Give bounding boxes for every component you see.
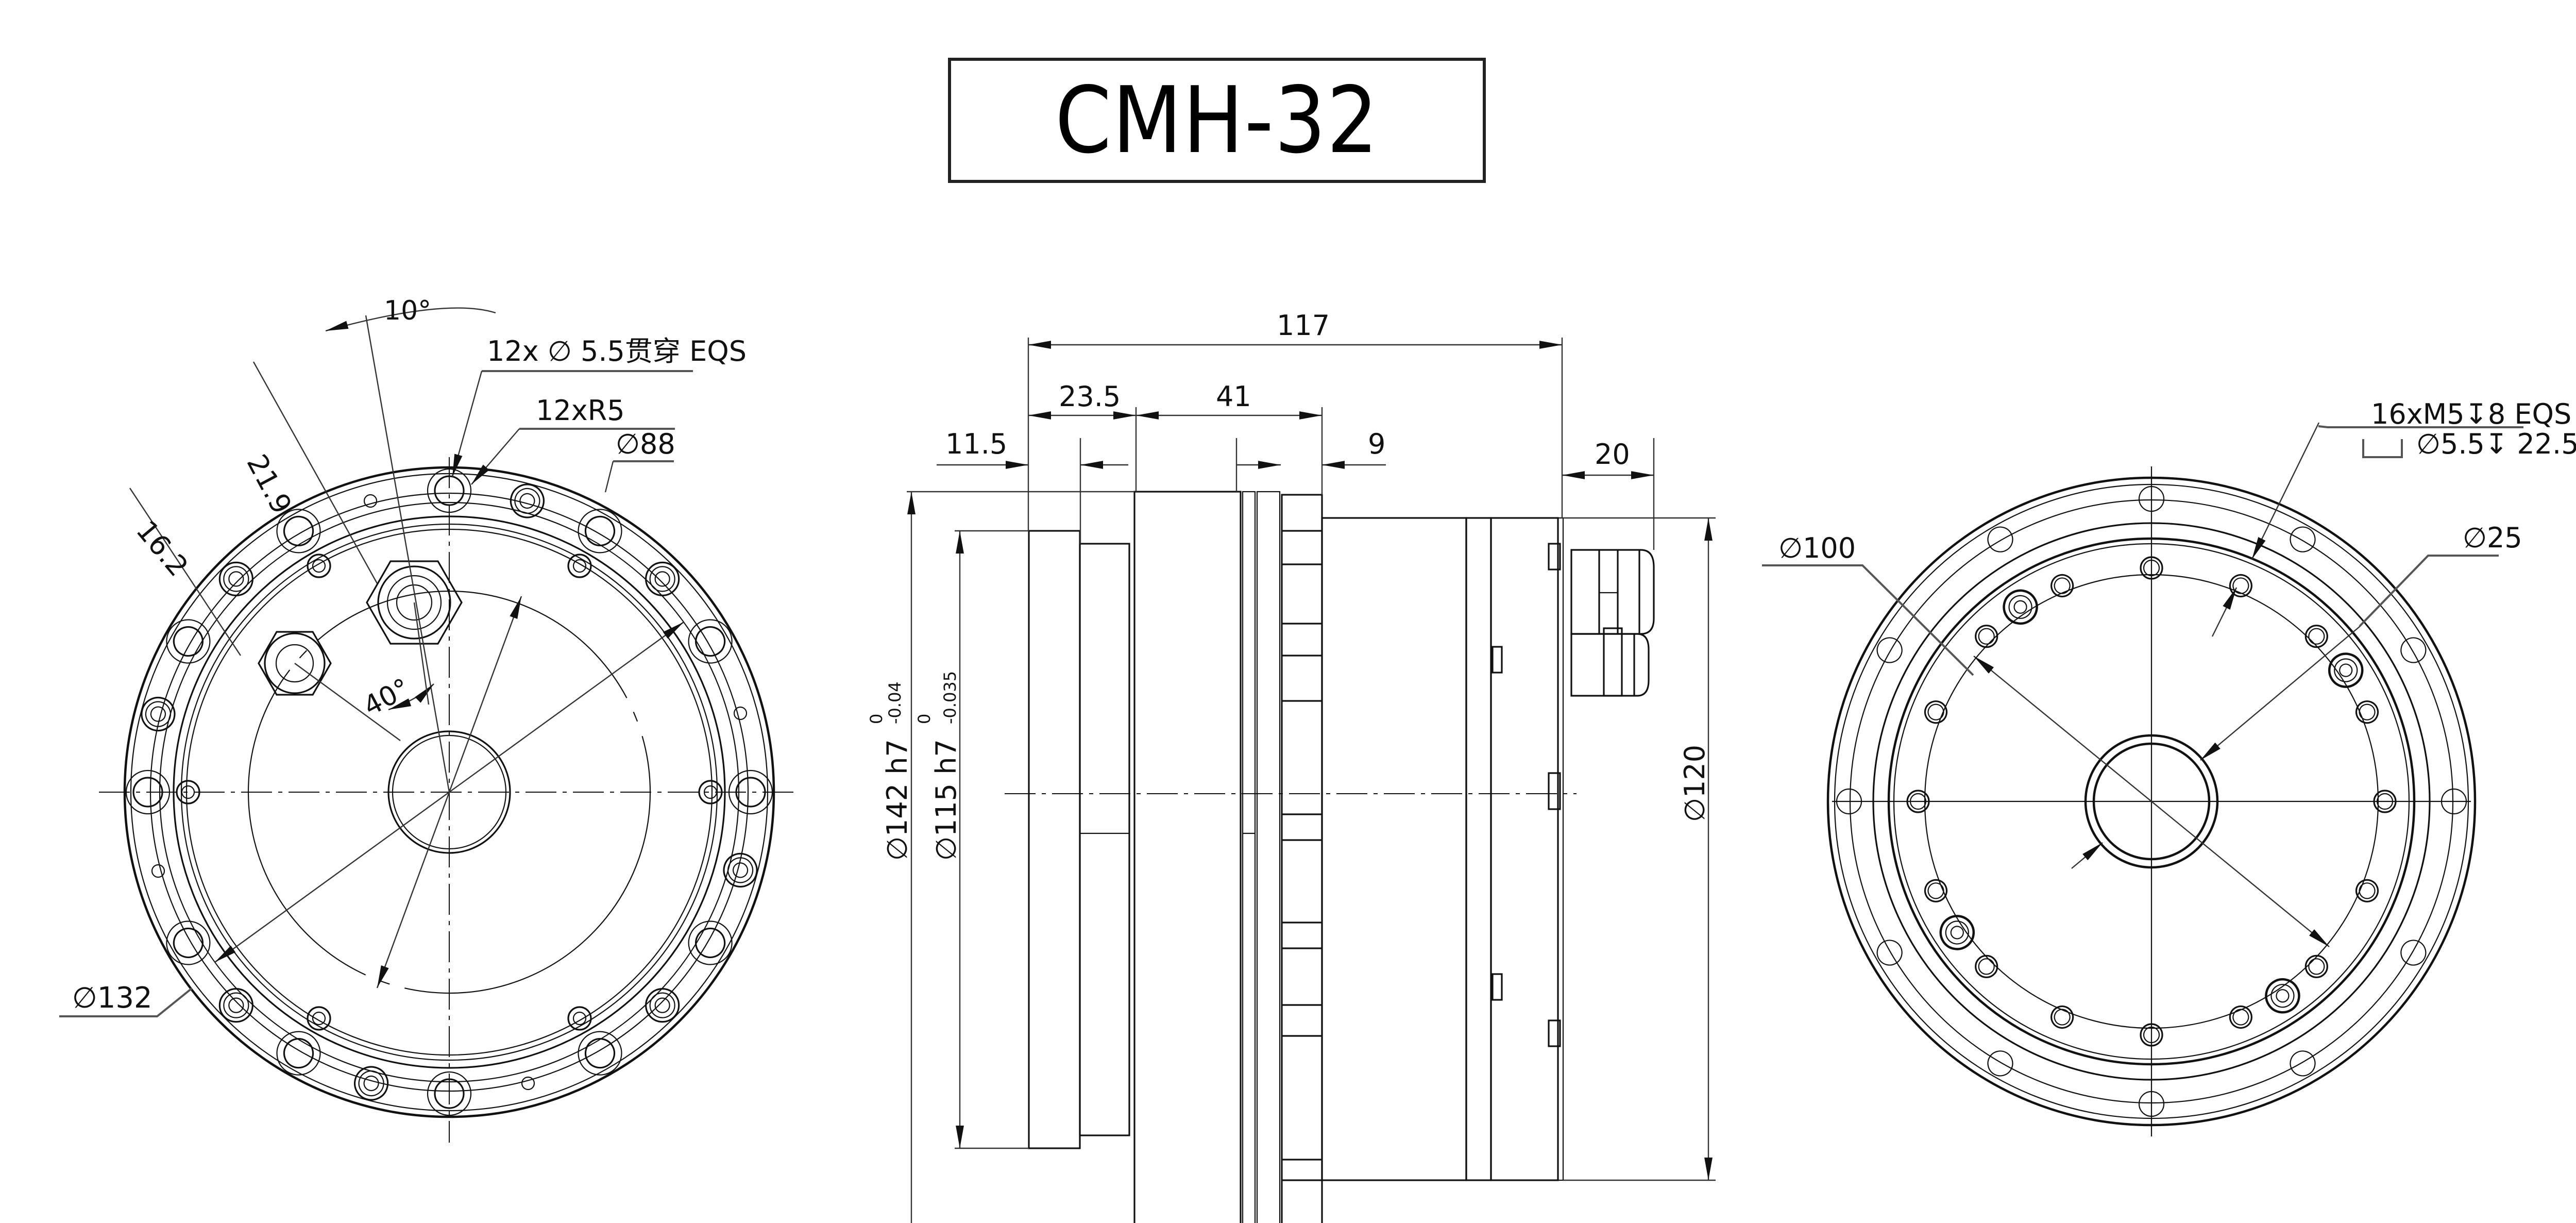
front-view [99, 307, 800, 1143]
dim-23-5-label: 23.5 [1059, 380, 1121, 413]
cable-gland-side [1570, 549, 1655, 697]
flange-screws [141, 483, 758, 1101]
title-box: CMH-32 [948, 58, 1486, 183]
rear-view-labels: ∅100 ∅25 16xM5↧8 EQS ∅5.5↧ 22.5 [1762, 398, 2576, 676]
tol-d142-upper: 0 [867, 714, 886, 724]
ring-ribs [1282, 530, 1322, 1181]
callout-holes-label: 12x ∅ 5.5贯穿 EQS [487, 335, 747, 367]
callout-d25-label: ∅25 [2463, 522, 2522, 554]
dim-9-label: 9 [1368, 428, 1385, 460]
rear-outer-holes [1836, 485, 2467, 1117]
flange-through-holes [125, 468, 773, 1116]
callout-d100-label: ∅100 [1778, 532, 1856, 564]
side-view-dimensions: 117 23.5 41 11.5 9 20 ∅142 h7 0 -0.04 ∅1… [867, 309, 1716, 1223]
rear-view [1826, 422, 2477, 1136]
front-view-labels: 10° 12x ∅ 5.5贯穿 EQS 12xR5 ∅88 21.9 16.2 … [59, 295, 747, 1017]
callout-thread-label: 16xM5↧8 EQS [2371, 398, 2571, 430]
dim-16-2-label: 16.2 [130, 514, 195, 583]
callout-cbore-label: ∅5.5↧ 22.5 [2416, 428, 2576, 460]
callout-d88-label: ∅88 [616, 428, 675, 460]
dim-11-5-label: 11.5 [945, 428, 1007, 460]
side-view [1005, 491, 1655, 1223]
angle-40-label: 40° [359, 673, 415, 722]
tol-d115-upper: 0 [914, 714, 934, 724]
angle-10-label: 10° [384, 295, 431, 326]
callout-d132-label: ∅132 [72, 981, 152, 1015]
dim-41-label: 41 [1216, 380, 1251, 413]
dim-d142-label: ∅142 h7 [881, 739, 913, 861]
callout-radius-label: 12xR5 [536, 394, 625, 427]
dim-117-label: 117 [1277, 309, 1330, 342]
tol-d142-lower: -0.04 [885, 681, 905, 724]
body-screws [176, 554, 723, 1031]
tol-d115-lower: -0.035 [940, 671, 960, 724]
dim-20-label: 20 [1595, 438, 1630, 471]
drawing-title: CMH-32 [1055, 66, 1379, 174]
rear-tapped-holes [1906, 556, 2397, 1047]
dim-d115-label: ∅115 h7 [930, 739, 962, 861]
rear-screws [1939, 589, 2364, 1014]
dim-d120-label: ∅120 [1679, 745, 1711, 822]
